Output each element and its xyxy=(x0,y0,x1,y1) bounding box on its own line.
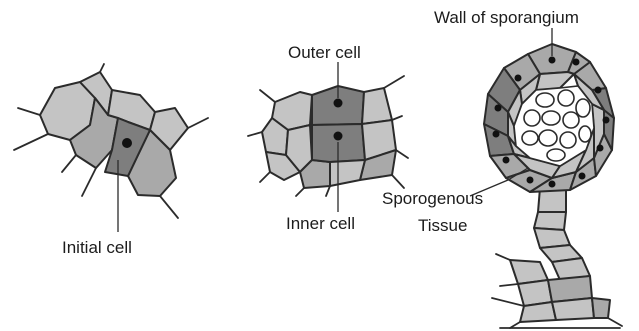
stage-mature-sporangium xyxy=(470,28,622,328)
label-initial-cell: Initial cell xyxy=(62,238,132,257)
label-inner-cell: Inner cell xyxy=(286,214,355,233)
inner-cell-nucleus xyxy=(334,132,343,141)
outer-cell-nucleus xyxy=(334,99,343,108)
initial-cell-nucleus xyxy=(122,138,132,148)
stage-initial-cell xyxy=(14,64,208,232)
label-outer-cell: Outer cell xyxy=(288,43,361,62)
label-sporogenous: Sporogenous xyxy=(382,189,483,208)
label-wall-of-sporangium: Wall of sporangium xyxy=(434,8,579,27)
label-tissue: Tissue xyxy=(418,216,467,235)
